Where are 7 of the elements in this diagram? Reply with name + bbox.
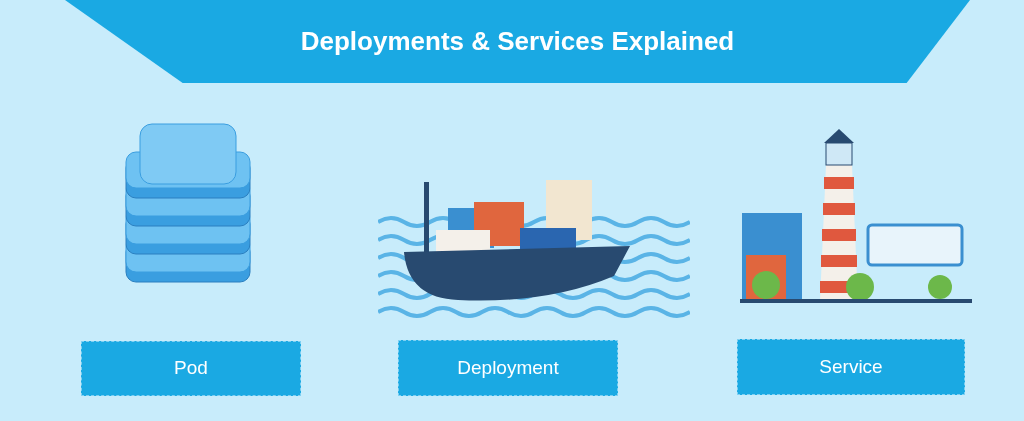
label-text: Service [819, 354, 883, 379]
title: Deployments & Services Explained [300, 25, 735, 58]
label-text: Deployment [457, 355, 559, 380]
label-box [81, 341, 301, 396]
label-box [737, 339, 965, 395]
label-text: Pod [174, 356, 208, 381]
label-box [398, 340, 618, 396]
